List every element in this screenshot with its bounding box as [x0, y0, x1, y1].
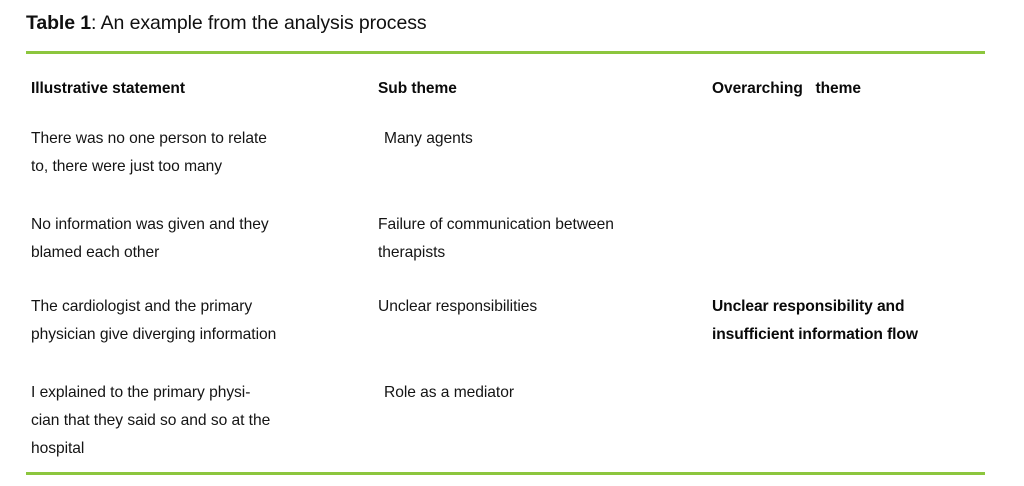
- table-rule-top: [26, 51, 985, 54]
- table-caption: Table 1: An example from the analysis pr…: [26, 10, 986, 36]
- cell-illustrative-statement: No information was given and they blamed…: [31, 216, 269, 261]
- cell-sub-theme: Many agents: [384, 130, 473, 147]
- column-header-illustrative-statement: Illustrative statement: [31, 80, 185, 97]
- cell-sub-theme: Role as a mediator: [384, 384, 514, 401]
- table-caption-label: Table 1: [26, 12, 92, 34]
- cell-illustrative-statement: I explained to the primary physi- cian t…: [31, 384, 271, 457]
- column-header-overarching-theme: Overarching theme: [712, 80, 861, 97]
- cell-overarching-theme: Unclear responsibility and insufficient …: [712, 298, 918, 343]
- cell-illustrative-statement: There was no one person to relate to, th…: [31, 130, 267, 175]
- table-caption-text: : An example from the analysis process: [91, 12, 427, 34]
- cell-sub-theme: Unclear responsibilities: [378, 298, 538, 315]
- cell-illustrative-statement: The cardiologist and the primary physici…: [31, 298, 277, 343]
- column-header-sub-theme: Sub theme: [378, 80, 457, 97]
- table-header-row: Illustrative statement Sub theme Overarc…: [0, 77, 1024, 103]
- cell-sub-theme: Failure of communication between therapi…: [378, 216, 614, 261]
- table-rule-bottom: [26, 472, 985, 475]
